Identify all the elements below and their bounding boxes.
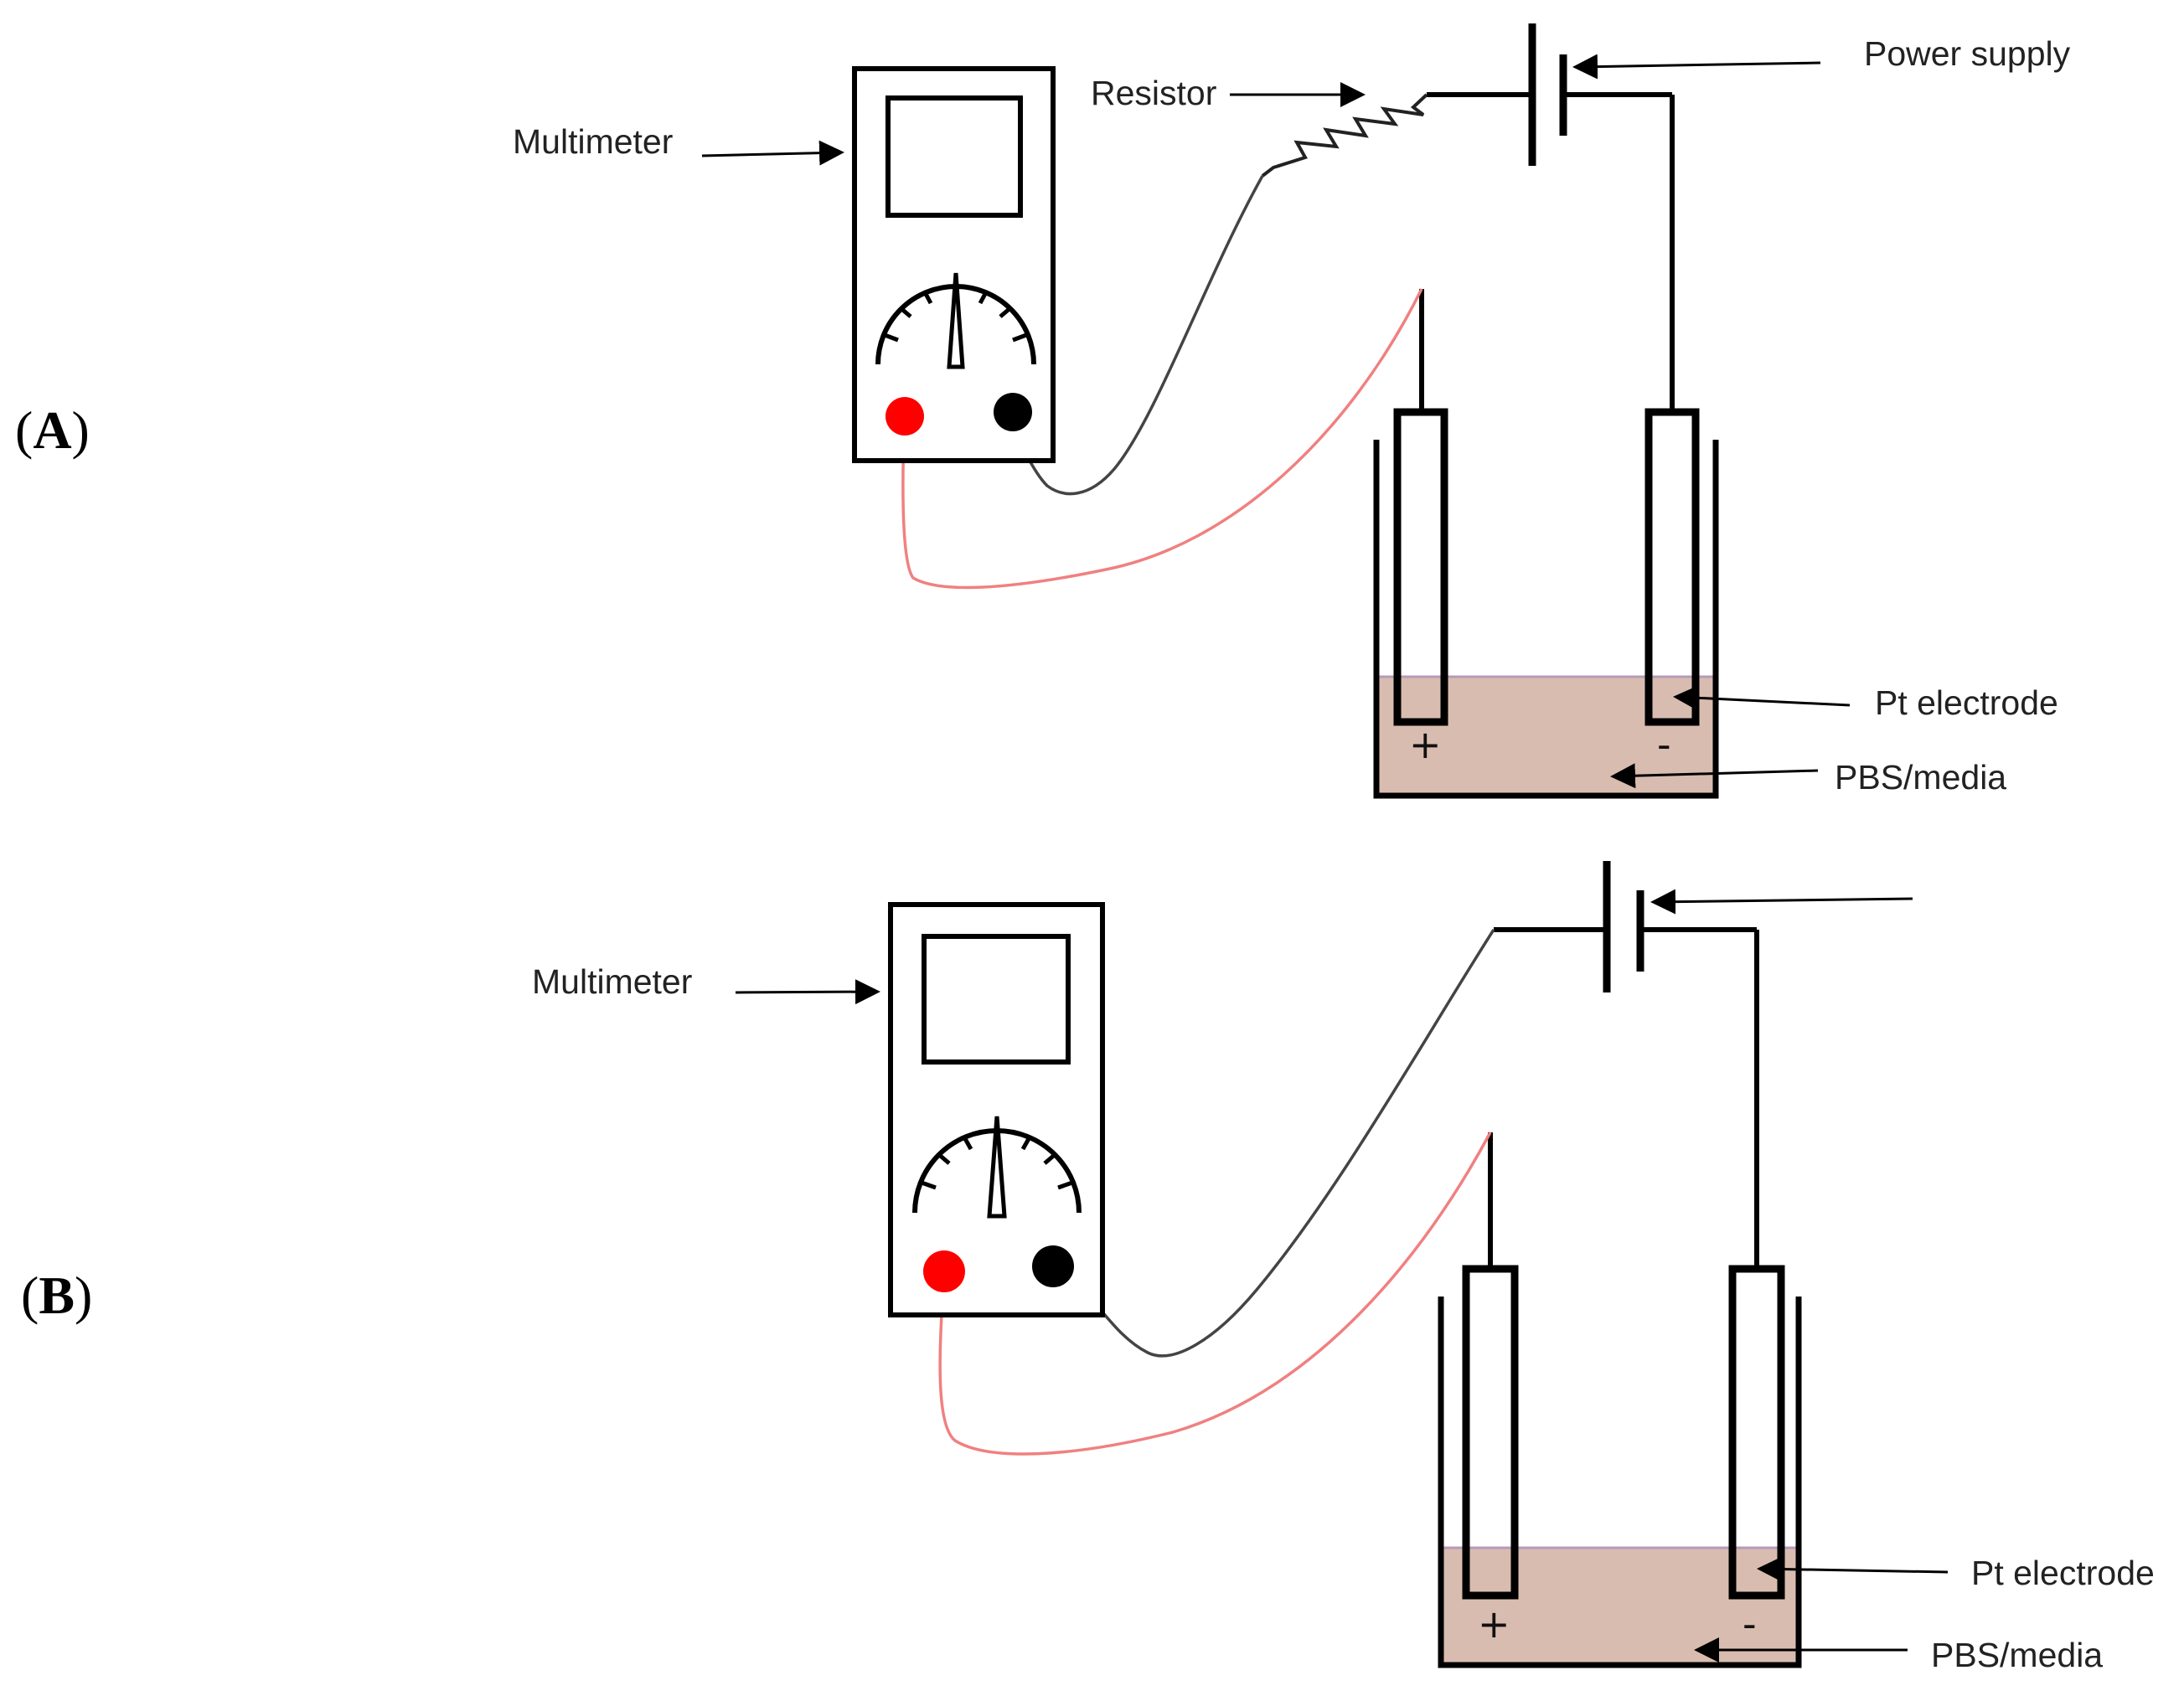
panel-b-label: (B)	[21, 1266, 92, 1325]
black-lead-wire	[1087, 929, 1495, 1358]
media-label: PBS/media	[1931, 1636, 2103, 1674]
media-arrow	[1610, 763, 1819, 789]
electrode-arrow	[1757, 1556, 1949, 1582]
electrode-label: Pt electrode	[1971, 1554, 2155, 1592]
multimeter-label: Multimeter	[513, 122, 673, 161]
panel-a-label: (A)	[15, 400, 90, 460]
multimeter-display	[922, 934, 1071, 1065]
beaker	[1438, 1297, 1802, 1668]
multimeter	[888, 902, 1105, 1317]
red-probe-jack	[923, 1250, 965, 1292]
resistor	[1261, 93, 1428, 178]
multimeter-display	[885, 95, 1023, 218]
power-supply-label: Power supply	[1864, 34, 2071, 73]
resistor-label: Resistor	[1091, 74, 1216, 112]
negative-sign: -	[1657, 722, 1671, 767]
needle-icon	[947, 272, 965, 369]
multimeter-label: Multimeter	[532, 962, 692, 1001]
negative-sign: -	[1743, 1601, 1757, 1647]
panel-a: (A)	[15, 23, 2071, 799]
media-fill	[1441, 1548, 1799, 1665]
black-probe-jack	[994, 393, 1032, 431]
electrode-arrow	[1673, 685, 1851, 711]
media-label: PBS/media	[1835, 758, 2006, 797]
positive-sign: +	[1409, 722, 1442, 767]
black-probe-jack	[1032, 1245, 1074, 1287]
dial-ticks	[921, 1134, 1073, 1190]
multimeter	[852, 66, 1056, 463]
positive-sign: +	[1478, 1601, 1510, 1647]
power-supply-arrow	[1572, 54, 1821, 80]
black-lead-wire	[1012, 175, 1264, 496]
beaker	[1373, 440, 1719, 799]
red-lead-wire	[938, 1132, 1492, 1456]
dial-ticks	[884, 289, 1027, 343]
multimeter-arrow	[701, 140, 844, 166]
media-fill	[1376, 677, 1716, 797]
power-supply-arrow	[1650, 889, 1913, 915]
red-lead-wire	[901, 288, 1423, 590]
panel-b: (B)	[21, 861, 2155, 1674]
electrode-label: Pt electrode	[1875, 683, 2058, 722]
needle-icon	[987, 1116, 1007, 1219]
red-probe-jack	[885, 397, 924, 436]
